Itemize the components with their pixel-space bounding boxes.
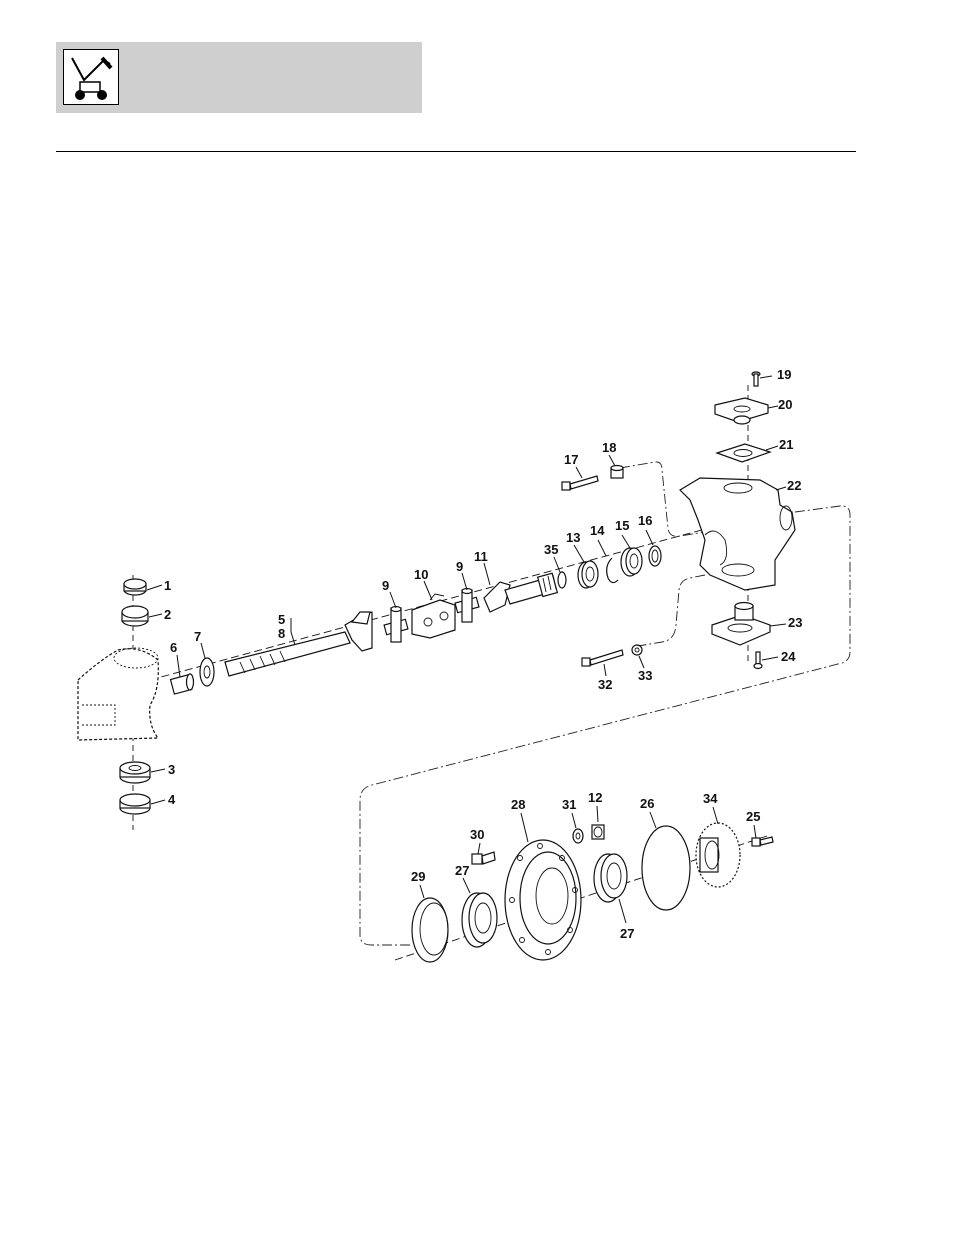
hub-29	[411, 897, 449, 963]
part-label-30: 30	[470, 827, 484, 842]
part-label-9-left: 9	[382, 578, 389, 593]
part-label-8: 8	[278, 626, 285, 641]
part-label-27-right: 27	[620, 926, 634, 941]
part-label-2: 2	[164, 607, 171, 622]
part-label-21: 21	[779, 437, 793, 452]
part-label-31: 31	[562, 797, 576, 812]
leader-lines	[146, 375, 787, 924]
bushing-18	[610, 464, 624, 479]
part-label-5: 5	[278, 612, 285, 627]
part-label-15: 15	[615, 518, 629, 533]
axle-shaft	[224, 611, 373, 677]
bearing-stack-lower	[119, 761, 151, 815]
part-label-23: 23	[788, 615, 802, 630]
part-label-27-left: 27	[455, 863, 469, 878]
part-label-16: 16	[638, 513, 652, 528]
steering-knuckle	[679, 477, 796, 591]
snap-ring-14	[606, 557, 619, 584]
o-ring-26	[641, 825, 691, 911]
snap-ring-small	[557, 571, 567, 589]
stud-30	[471, 851, 496, 865]
bolt-25	[751, 836, 774, 847]
part-label-34: 34	[703, 791, 718, 806]
o-ring-16	[648, 545, 662, 567]
header-banner	[56, 42, 422, 113]
loader-machine-icon	[63, 49, 119, 105]
bolt-17	[561, 475, 599, 491]
part-label-22: 22	[787, 478, 801, 493]
seal-15	[620, 547, 643, 577]
washer-31	[572, 828, 584, 844]
part-label-26: 26	[640, 796, 654, 811]
nut-12	[591, 824, 605, 840]
part-label-13: 13	[566, 530, 580, 545]
grouping-lines	[359, 461, 851, 946]
bolt-32	[581, 649, 624, 667]
part-label-1: 1	[164, 578, 171, 593]
part-label-7: 7	[194, 629, 201, 644]
universal-cross-right	[454, 587, 480, 623]
cover-plate-20	[714, 397, 769, 425]
bolt-19	[751, 371, 761, 387]
header-rule	[56, 151, 856, 152]
part-label-20: 20	[778, 397, 792, 412]
part-label-18: 18	[602, 440, 616, 455]
part-label-25: 25	[746, 809, 760, 824]
part-label-10: 10	[414, 567, 428, 582]
part-label-6: 6	[170, 640, 177, 655]
ring-gear-34	[695, 822, 741, 888]
part-label-11: 11	[474, 549, 488, 564]
nut-33	[631, 644, 643, 656]
part-label-12: 12	[588, 790, 602, 805]
bearing-27-left	[461, 892, 498, 948]
bearing-27-right	[593, 853, 628, 903]
part-label-14: 14	[590, 523, 605, 538]
bushing	[169, 673, 195, 695]
bolt-24	[753, 651, 763, 670]
loader-machine-icon-graphic	[71, 56, 113, 100]
part-label-28: 28	[511, 797, 525, 812]
part-label-33: 33	[638, 668, 652, 683]
part-label-4: 4	[168, 792, 176, 807]
bearing-stack-upper	[121, 578, 149, 627]
axle-housing	[77, 647, 160, 741]
lower-cap-23	[711, 601, 771, 646]
universal-cross-left	[383, 605, 409, 643]
part-label-3: 3	[168, 762, 175, 777]
gasket-21	[715, 443, 772, 463]
part-label-29: 29	[411, 869, 425, 884]
part-label-17: 17	[564, 452, 578, 467]
part-label-9-right: 9	[456, 559, 463, 574]
seal-ring	[199, 657, 215, 687]
part-label-24: 24	[781, 649, 796, 664]
bearing-13	[577, 560, 599, 589]
part-label-35: 35	[544, 542, 558, 557]
stub-shaft	[483, 572, 559, 613]
part-labels: 1 2 3 4 5 6 7 8 9 10 9 11 35 13 14 15 16…	[164, 367, 802, 941]
wheel-hub-28	[504, 839, 582, 961]
double-yoke	[411, 593, 456, 639]
part-label-32: 32	[598, 677, 612, 692]
part-label-19: 19	[777, 367, 791, 382]
